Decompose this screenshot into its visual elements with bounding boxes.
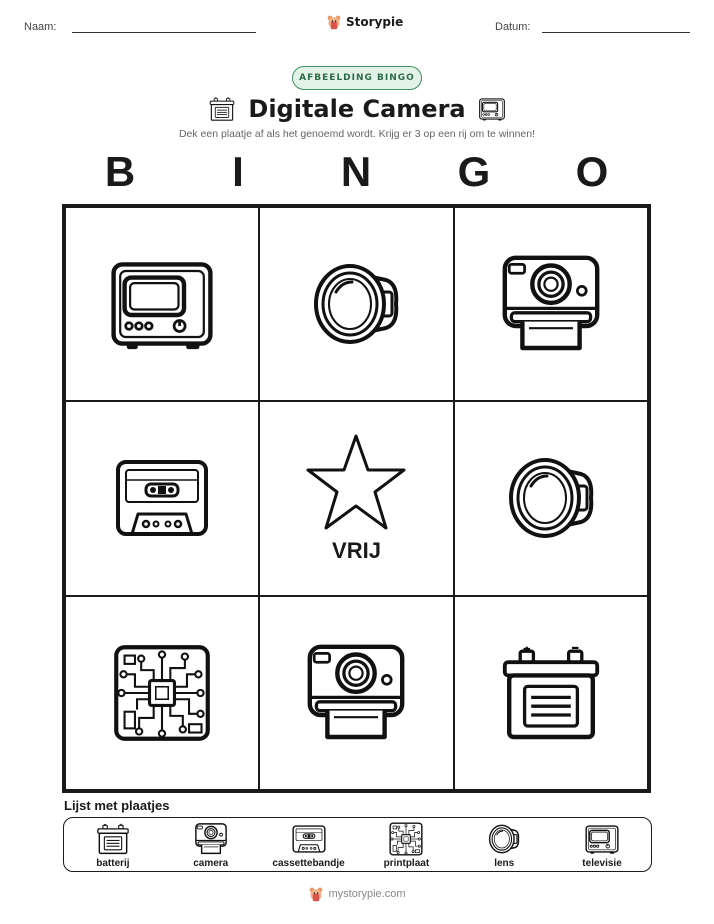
list-item-circuit-board: printplaat bbox=[361, 821, 451, 869]
circuit-board-icon bbox=[388, 821, 424, 857]
list-item-television: televisie bbox=[557, 821, 647, 869]
bingo-cell-television[interactable] bbox=[65, 207, 260, 402]
name-label: Naam: bbox=[24, 21, 57, 33]
star-icon bbox=[303, 432, 409, 532]
bingo-cell-lens[interactable] bbox=[259, 207, 454, 402]
list-item-label: camera bbox=[193, 857, 229, 869]
instructions: Dek een plaatje af als het genoemd wordt… bbox=[178, 128, 536, 140]
cassette-icon bbox=[108, 448, 216, 548]
list-item-label: batterij bbox=[96, 857, 130, 869]
list-item-camera: camera bbox=[166, 821, 256, 869]
bingo-letter-o: O bbox=[575, 148, 609, 195]
bingo-letter-b: B bbox=[104, 148, 136, 195]
date-label: Datum: bbox=[495, 21, 531, 33]
bingo-grid: VRIJ bbox=[62, 204, 651, 793]
storypie-mascot-icon bbox=[326, 14, 342, 30]
date-line[interactable] bbox=[542, 32, 690, 33]
word-list: batterij camera cassettebandje printplaa… bbox=[63, 817, 652, 872]
lens-icon bbox=[501, 448, 601, 548]
instant-camera-icon bbox=[496, 249, 606, 359]
title-row: Digitale Camera bbox=[0, 92, 714, 126]
bingo-letter-g: G bbox=[457, 148, 491, 195]
circuit-board-icon bbox=[110, 641, 214, 745]
storypie-mascot-icon bbox=[308, 886, 324, 902]
lens-icon bbox=[486, 821, 522, 857]
battery-icon bbox=[496, 638, 606, 748]
free-space-label: VRIJ bbox=[332, 538, 381, 564]
list-item-cassette: cassettebandje bbox=[264, 821, 354, 869]
activity-badge: AFBEELDING BINGO bbox=[292, 66, 422, 90]
bingo-cell-free[interactable]: VRIJ bbox=[259, 401, 454, 596]
bingo-cell-camera[interactable] bbox=[259, 595, 454, 790]
battery-icon bbox=[208, 95, 236, 123]
instant-camera-icon bbox=[193, 821, 229, 857]
instant-camera-icon bbox=[301, 638, 411, 748]
word-list-title: Lijst met plaatjes bbox=[64, 798, 170, 813]
footer-url[interactable]: mystorypie.com bbox=[328, 888, 406, 900]
bingo-cell-circuit-board[interactable] bbox=[65, 595, 260, 790]
list-item-battery: batterij bbox=[68, 821, 158, 869]
name-line[interactable] bbox=[72, 32, 256, 33]
bingo-cell-cassette[interactable] bbox=[65, 401, 260, 596]
list-item-label: televisie bbox=[582, 857, 622, 869]
list-item-lens: lens bbox=[459, 821, 549, 869]
brand-name: Storypie bbox=[346, 15, 404, 29]
bingo-cell-camera[interactable] bbox=[453, 207, 648, 402]
television-icon bbox=[107, 249, 217, 359]
battery-icon bbox=[95, 821, 131, 857]
brand-logo: Storypie bbox=[326, 14, 403, 30]
bingo-letter-i: I bbox=[232, 148, 244, 195]
cassette-icon bbox=[291, 821, 327, 857]
bingo-cell-lens[interactable] bbox=[453, 401, 648, 596]
list-item-label: printplaat bbox=[383, 857, 430, 869]
television-icon bbox=[478, 95, 506, 123]
bingo-letter-n: N bbox=[340, 148, 372, 195]
footer: mystorypie.com bbox=[0, 886, 714, 902]
list-item-label: lens bbox=[494, 857, 515, 869]
page-title: Digitale Camera bbox=[248, 95, 466, 123]
lens-icon bbox=[306, 254, 406, 354]
bingo-cell-battery[interactable] bbox=[453, 595, 648, 790]
list-item-label: cassettebandje bbox=[272, 857, 345, 869]
television-icon bbox=[584, 821, 620, 857]
